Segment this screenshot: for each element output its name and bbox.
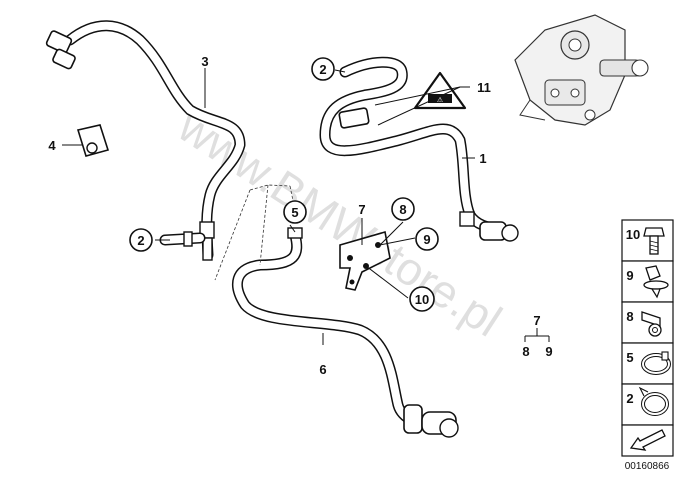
parts-cell-2-label: 2 — [626, 391, 633, 406]
drawing-code: 00160866 — [625, 461, 670, 472]
hose-clip-icon — [641, 311, 662, 337]
leader-lines — [62, 68, 550, 345]
hose-3[interactable] — [45, 20, 246, 261]
parts-cell-10-label: 10 — [626, 227, 640, 242]
band-clamp-icon — [638, 386, 669, 416]
arrow-cell — [621, 424, 674, 457]
legend-label-8: 8 — [522, 344, 529, 359]
parts-cell-5-label: 5 — [626, 350, 633, 365]
label-4[interactable]: 4 — [48, 138, 56, 153]
bolt-icon — [643, 227, 665, 255]
parts-list-panel: 10 9 8 — [621, 219, 674, 472]
callout-9-label: 9 — [423, 232, 430, 247]
parts-cell-8-label: 8 — [626, 309, 633, 324]
hose-1[interactable] — [319, 56, 519, 242]
hose-6[interactable] — [232, 227, 459, 438]
bracket-7[interactable] — [339, 230, 391, 291]
callout-10-label: 10 — [415, 292, 429, 307]
callout-2-top[interactable]: 2 — [311, 57, 335, 81]
label-3[interactable]: 3 — [201, 54, 208, 69]
callout-2-left[interactable]: 2 — [129, 228, 153, 252]
warning-label-11[interactable]: ⚠ — [413, 71, 467, 110]
label-1[interactable]: 1 — [479, 151, 486, 166]
parts-cell-9-label: 9 — [626, 268, 633, 283]
callout-8-label: 8 — [399, 202, 406, 217]
callout-8[interactable]: 8 — [391, 197, 415, 221]
label-6[interactable]: 6 — [319, 362, 326, 377]
arrow-icon — [629, 429, 666, 451]
callout-5[interactable]: 5 — [283, 200, 307, 224]
callout-10[interactable]: 10 — [409, 286, 435, 312]
label-7[interactable]: 7 — [358, 202, 365, 217]
callout-2-top-label: 2 — [319, 62, 326, 77]
callout-5-label: 5 — [291, 205, 298, 220]
spring-clamp-icon — [641, 351, 671, 375]
parts-cell-2[interactable]: 2 — [621, 383, 674, 426]
fuel-pump-illustration — [514, 14, 649, 126]
parts-cell-10[interactable]: 10 — [621, 219, 674, 262]
legend-label-7: 7 — [533, 313, 540, 328]
clip-nut-icon — [643, 265, 669, 299]
callout-2-left-label: 2 — [137, 233, 144, 248]
parts-cell-9[interactable]: 9 — [621, 260, 674, 303]
callout-9[interactable]: 9 — [415, 227, 439, 251]
hose-stub-left[interactable] — [159, 231, 206, 247]
clip-4[interactable] — [76, 124, 110, 157]
svg-text:⚠: ⚠ — [437, 96, 443, 104]
legend-label-9: 9 — [545, 344, 552, 359]
parts-cell-5[interactable]: 5 — [621, 342, 674, 385]
parts-cell-8[interactable]: 8 — [621, 301, 674, 344]
label-11[interactable]: 11 — [477, 80, 491, 95]
